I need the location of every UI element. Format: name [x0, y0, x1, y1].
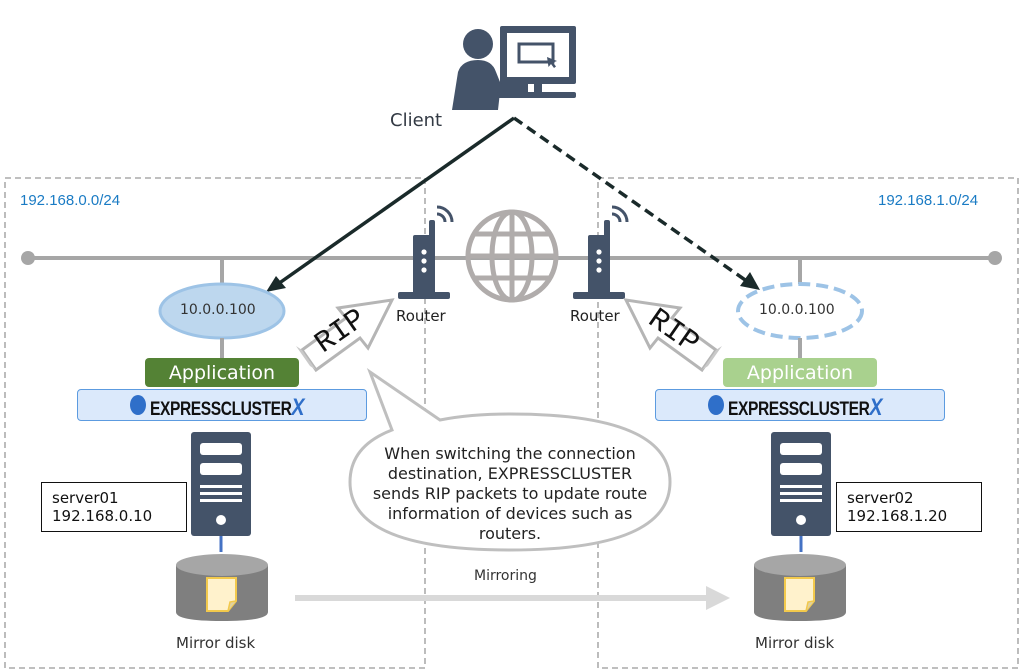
expresscluster-bar-right: EXPRESSCLUSTERX [655, 389, 945, 421]
server-icon-left [191, 432, 251, 536]
callout-bubble [348, 368, 672, 552]
virtual-ip-label-left: 10.0.0.100 [180, 302, 256, 318]
virtual-ip-label-right: 10.0.0.100 [759, 302, 835, 318]
callout-line: sends RIP packets to update route [372, 484, 648, 503]
router-label-right: Router [570, 307, 620, 325]
server-info-left: server01 192.168.0.10 [41, 482, 187, 532]
router-icon-left [398, 205, 454, 299]
expresscluster-bar-left: EXPRESSCLUSTERX [77, 389, 367, 421]
mirror-disk-icon-right [754, 554, 846, 621]
server-name: server02 [847, 489, 914, 507]
server-icon-right [771, 432, 831, 536]
router-label-left: Router [396, 307, 446, 325]
mirroring-label: Mirroring [474, 568, 537, 584]
active-connection-line [276, 116, 516, 286]
client-computer-icon [452, 26, 576, 110]
server-ip: 192.168.1.20 [847, 507, 948, 525]
standby-connection-arrowhead [740, 272, 760, 290]
expresscluster-logo-icon [130, 395, 146, 415]
active-connection-arrowhead [266, 276, 286, 292]
mirroring-arrow-head [706, 586, 730, 610]
application-standby: Application [723, 358, 877, 387]
expresscluster-name: EXPRESSCLUSTER [728, 399, 870, 420]
application-active: Application [145, 358, 299, 387]
callout-line: When switching the connection [384, 444, 636, 463]
internet-globe-icon [465, 209, 559, 303]
server-name: server01 [52, 489, 119, 507]
callout-line: information of devices such as [387, 504, 633, 523]
mirror-disk-label-right: Mirror disk [755, 634, 835, 652]
server-ip: 192.168.0.10 [52, 507, 153, 525]
callout-text: When switching the connection destinatio… [340, 444, 680, 544]
server-info-right: server02 192.168.1.20 [836, 482, 982, 532]
network-endpoint-left [21, 251, 35, 265]
network-endpoint-right [988, 251, 1002, 265]
subnet-label-right: 192.168.1.0/24 [878, 192, 979, 209]
expresscluster-x: X [291, 394, 305, 421]
expresscluster-name: EXPRESSCLUSTER [150, 399, 292, 420]
subnet-label-left: 192.168.0.0/24 [20, 192, 121, 209]
callout-line: routers. [478, 524, 542, 543]
router-icon-right [573, 205, 629, 299]
callout-line: destination, EXPRESSCLUSTER [387, 464, 633, 483]
expresscluster-logo-icon [708, 395, 724, 415]
expresscluster-x: X [869, 394, 883, 421]
client-label: Client [390, 110, 443, 131]
mirror-disk-label-left: Mirror disk [176, 634, 256, 652]
rip-arrow-right [623, 298, 722, 373]
mirror-disk-icon-left [176, 554, 268, 621]
rip-arrow-left [296, 298, 395, 373]
